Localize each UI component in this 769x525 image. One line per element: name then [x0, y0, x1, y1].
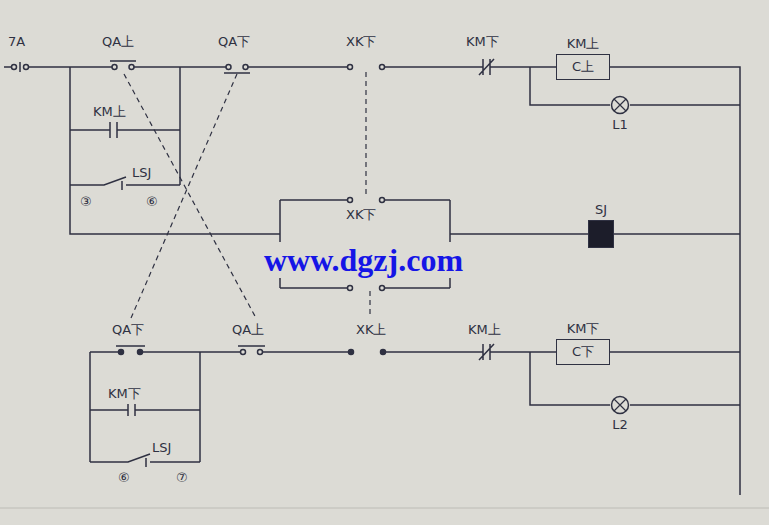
- top-rung-part: [70, 177, 180, 190]
- switch-label: XK下: [346, 34, 376, 49]
- bottom-rung-part: [119, 350, 124, 355]
- coil-box: C上: [556, 54, 610, 80]
- bottom-rung-part: [479, 344, 494, 360]
- button-label: QA下: [112, 322, 144, 337]
- contactor-coil: KM上C上: [556, 34, 610, 80]
- bottom-rung-part: [238, 345, 265, 347]
- bottom-rung-part: [90, 404, 200, 416]
- indicator-lamp: L2: [610, 395, 630, 433]
- terminal-number: ⑥: [146, 194, 158, 209]
- mechanical-link-part: [365, 72, 366, 195]
- timer-rung-part: [380, 286, 385, 291]
- top-rung-part: [226, 65, 231, 70]
- top-rung-part: [70, 122, 180, 138]
- top-rung-part: [243, 65, 248, 70]
- top-rung-part: [19, 62, 21, 72]
- top-rung-part: [348, 65, 353, 70]
- top-rung: [4, 59, 740, 495]
- bottom-rung-part: [381, 350, 386, 355]
- paper-fold: [0, 508, 769, 509]
- timer-rung-part: [280, 199, 450, 201]
- top-rung-part: [179, 67, 181, 185]
- timer-rung-part: [380, 198, 385, 203]
- indicator-lamp: L1: [610, 95, 630, 133]
- timer-rung-part: [348, 198, 353, 203]
- top-rung-part: [70, 67, 280, 234]
- contact-label: KM下: [108, 386, 141, 401]
- top-rung-part: [110, 60, 136, 62]
- contact-label: LSJ: [132, 165, 151, 180]
- watermark: www.dgzj.com: [262, 242, 465, 278]
- lamp-circle: [612, 397, 629, 414]
- mechanical-link-part: [124, 74, 256, 318]
- lamp-cross: [614, 99, 626, 111]
- top-rung-part: [112, 65, 117, 70]
- bottom-rung-part: [349, 350, 354, 355]
- bottom-rung-part: [258, 350, 263, 355]
- bottom-rung-part: [138, 350, 143, 355]
- button-label: QA上: [102, 34, 134, 49]
- bottom-rung-part: [116, 345, 145, 347]
- terminal-label: 7A: [8, 34, 25, 49]
- contact-label: KM上: [93, 104, 126, 119]
- contact-label: KM上: [468, 322, 501, 337]
- coil-block: [588, 220, 614, 248]
- lamp-name: L2: [600, 417, 640, 433]
- lamp-symbol: [610, 95, 630, 115]
- mechanical-link-part: [131, 74, 237, 318]
- mechanical-link: [124, 72, 370, 318]
- top-rung-part: [380, 65, 385, 70]
- top-rung-part: [224, 72, 250, 74]
- button-label: QA上: [232, 322, 264, 337]
- contact-label: LSJ: [152, 440, 171, 455]
- bottom-rung-part: [199, 352, 201, 462]
- bottom-rung: [90, 344, 740, 467]
- lamp-cross: [614, 399, 626, 411]
- timer-relay-coil: SJ: [588, 200, 614, 248]
- contactor-coil: KM下C下: [556, 319, 610, 365]
- timer-rung-part: [348, 286, 353, 291]
- top-rung-part: [4, 67, 740, 495]
- coil-name: KM上: [556, 34, 610, 54]
- coil-name: KM下: [556, 319, 610, 339]
- contact-label: KM下: [466, 34, 499, 49]
- timer-rung-part: [280, 287, 450, 289]
- top-rung-part: [479, 59, 494, 75]
- switch-label: XK上: [356, 322, 386, 337]
- button-label: QA下: [218, 34, 250, 49]
- terminal-number: ⑦: [176, 470, 188, 485]
- coil-box: C下: [556, 339, 610, 365]
- coil-name: SJ: [588, 200, 614, 220]
- switch-label: XK下: [346, 207, 376, 222]
- lamp-circle: [612, 97, 629, 114]
- top-rung-part: [129, 65, 134, 70]
- lamp-symbol: [610, 395, 630, 415]
- lamp-name: L1: [600, 117, 640, 133]
- mechanical-link-part: [369, 291, 370, 318]
- top-rung-part: [12, 65, 17, 70]
- bottom-rung-part: [241, 350, 246, 355]
- bottom-rung-part: [90, 454, 200, 467]
- bottom-rung-part: [90, 352, 740, 462]
- terminal-number: ⑥: [118, 470, 130, 485]
- top-rung-part: [24, 65, 29, 70]
- terminal-number: ③: [80, 194, 92, 209]
